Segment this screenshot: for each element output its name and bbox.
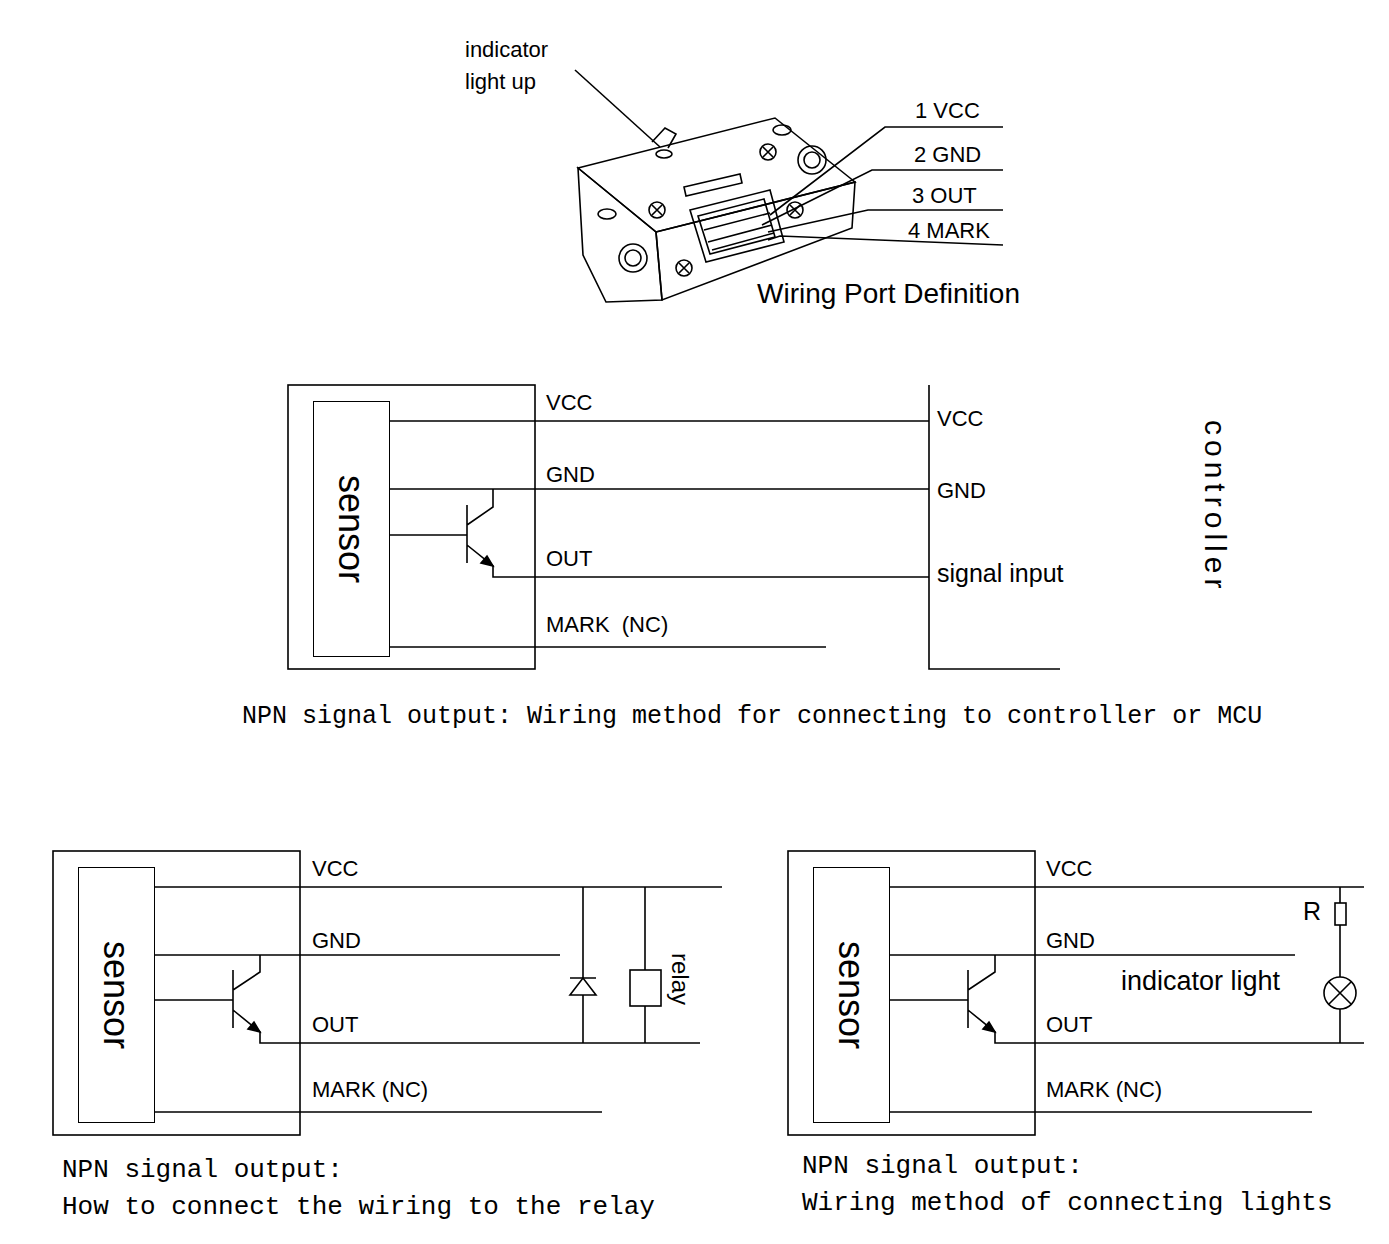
resistor-label: R xyxy=(1303,897,1321,926)
caption-line: NPN signal output: xyxy=(62,1152,655,1189)
lamp-label: indicator light xyxy=(1121,966,1280,997)
signal-name: VCC xyxy=(546,390,592,415)
callout-label: indicator light up xyxy=(465,34,577,98)
signal-name: VCC xyxy=(312,856,358,881)
signal-name: GND xyxy=(1046,928,1095,953)
relay-circuit xyxy=(630,970,661,1006)
relay-circuit xyxy=(53,851,722,1135)
sensor-label: sensor xyxy=(96,941,138,1049)
terminal-name: VCC xyxy=(937,406,983,431)
pin-label: 1 VCC xyxy=(915,98,980,123)
connector-illustration xyxy=(704,213,774,250)
signal-name: OUT xyxy=(546,546,592,571)
caption-line: NPN signal output: xyxy=(802,1148,1333,1185)
signal-name: OUT xyxy=(312,1012,358,1037)
controller-circuit xyxy=(481,556,493,566)
connector-illustration xyxy=(598,209,616,219)
connector-illustration xyxy=(578,168,662,302)
pin-label: 3 OUT xyxy=(912,183,977,208)
connector-illustration xyxy=(625,250,641,266)
connector-illustration xyxy=(773,125,791,135)
caption: NPN signal output: How to connect the wi… xyxy=(62,1152,655,1226)
leader-line xyxy=(575,70,1003,245)
relay-circuit xyxy=(248,1022,260,1032)
connector-illustration xyxy=(798,146,826,174)
controller-circuit xyxy=(390,421,929,647)
relay-circuit xyxy=(570,978,596,995)
pin-label: 2 GND xyxy=(914,142,981,167)
relay-label: relay xyxy=(666,953,694,1005)
sensor-box: sensor xyxy=(813,867,890,1123)
controller-label: controller xyxy=(1198,420,1233,593)
connector-illustration xyxy=(804,152,820,168)
connector-illustration xyxy=(649,202,665,218)
connector-illustration xyxy=(676,260,692,276)
relay-circuit xyxy=(570,887,596,1043)
connector-illustration xyxy=(760,144,776,160)
caption: NPN signal output: Wiring method of conn… xyxy=(802,1148,1333,1222)
terminal-name: signal input xyxy=(937,559,1063,588)
lamp-circuit xyxy=(788,851,1364,1135)
connector-illustration xyxy=(787,202,803,218)
connector-illustration xyxy=(656,150,672,158)
leader-line xyxy=(762,170,1003,225)
signal-name: MARK (NC) xyxy=(312,1077,428,1102)
controller-circuit xyxy=(288,385,535,669)
leader-line xyxy=(575,70,660,147)
sensor-label: sensor xyxy=(831,941,873,1049)
signal-name: MARK (NC) xyxy=(546,612,668,637)
caption-line: How to connect the wiring to the relay xyxy=(62,1189,655,1226)
caption-line: Wiring method of connecting lights xyxy=(802,1185,1333,1222)
signal-name: GND xyxy=(546,462,595,487)
relay-circuit xyxy=(155,955,700,1043)
lamp-circuit xyxy=(983,1022,995,1032)
connector-illustration xyxy=(684,174,742,196)
connector-illustration xyxy=(578,118,855,232)
signal-name: MARK (NC) xyxy=(1046,1077,1162,1102)
terminal-name: GND xyxy=(937,478,986,503)
lamp-circuit xyxy=(1335,903,1346,925)
signal-name: VCC xyxy=(1046,856,1092,881)
sensor-label: sensor xyxy=(331,475,373,583)
relay-circuit xyxy=(644,887,646,1043)
caption: NPN signal output: Wiring method for con… xyxy=(242,703,1262,732)
leader-line xyxy=(770,127,1003,215)
connector-illustration xyxy=(578,118,855,302)
sensor-box: sensor xyxy=(78,867,155,1123)
relay-circuit xyxy=(53,851,300,1135)
connector-illustration xyxy=(619,244,647,272)
connector-illustration xyxy=(690,190,784,262)
controller-circuit xyxy=(390,489,929,577)
signal-name: OUT xyxy=(1046,1012,1092,1037)
pin-label: 4 MARK xyxy=(908,218,990,243)
controller-circuit xyxy=(288,385,1060,669)
signal-name: GND xyxy=(312,928,361,953)
lamp-circuit xyxy=(890,887,1364,1112)
sensor-box: sensor xyxy=(313,401,390,657)
lamp-circuit xyxy=(1329,982,1351,1004)
relay-circuit xyxy=(155,887,722,1112)
lamp-circuit xyxy=(788,851,1035,1135)
connector-illustration xyxy=(652,205,662,215)
controller-circuit xyxy=(929,385,1060,669)
connector-illustration xyxy=(763,147,773,157)
connector-illustration xyxy=(698,199,775,254)
connector-illustration xyxy=(652,128,676,148)
figure-title: Wiring Port Definition xyxy=(757,278,1020,310)
lamp-circuit xyxy=(1324,977,1356,1009)
lamp-circuit xyxy=(890,955,1364,1043)
connector-illustration xyxy=(679,263,689,273)
